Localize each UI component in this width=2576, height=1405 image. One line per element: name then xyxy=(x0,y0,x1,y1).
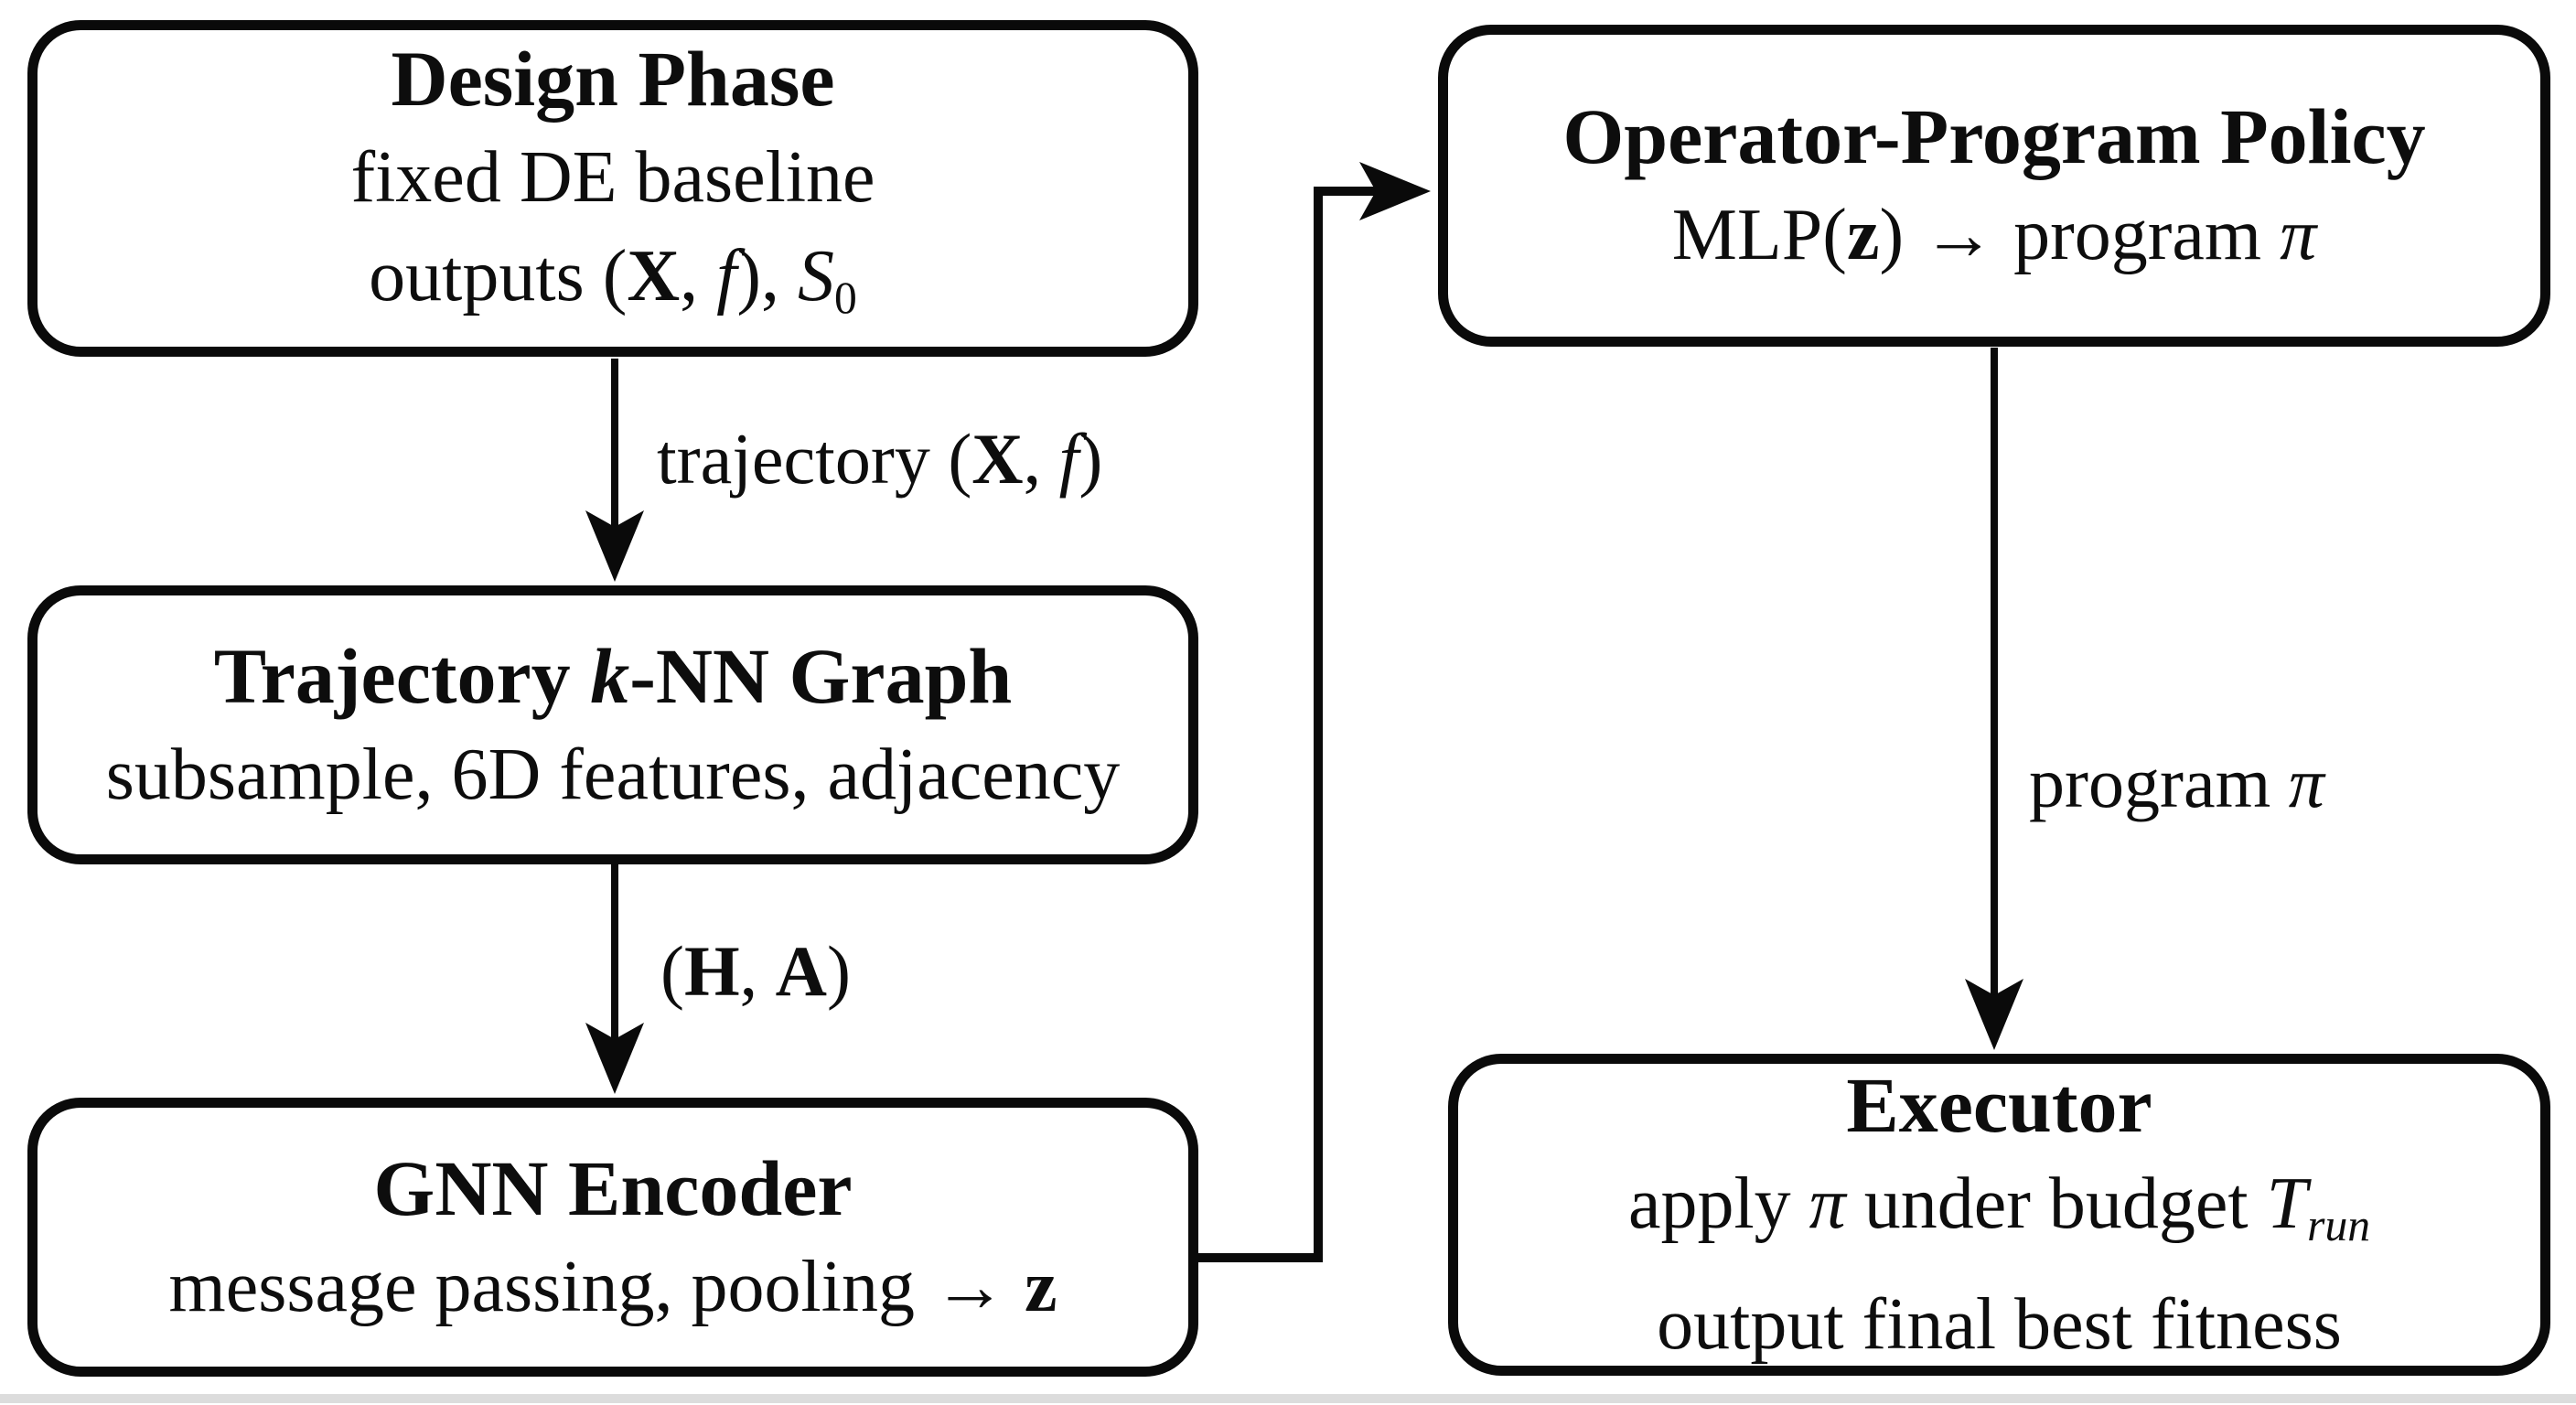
node-title: Trajectory k-NN Graph xyxy=(213,631,1013,720)
arrowhead-right-icon xyxy=(1359,162,1431,220)
node-text-line: fixed DE baseline xyxy=(350,137,875,219)
node-title: GNN Encoder xyxy=(373,1143,853,1232)
arrowhead-down-icon xyxy=(585,510,644,582)
edge-knn-to-gnn xyxy=(585,864,644,1094)
node-trajectory-knn-graph: Trajectory k-NN Graph subsample, 6D feat… xyxy=(27,585,1198,864)
node-title: Operator-Program Policy xyxy=(1562,92,2426,180)
edge-design-to-knn xyxy=(585,359,644,582)
edge-gnn-to-policy xyxy=(1198,162,1431,1262)
node-executor: Executor apply π under budget Trun outpu… xyxy=(1448,1054,2550,1376)
edge-label-h-a: (H, A) xyxy=(660,931,851,1011)
scan-edge-artifact xyxy=(0,1394,2576,1403)
arrowhead-down-icon xyxy=(1965,979,2023,1050)
edge-label-trajectory: trajectory (X, f) xyxy=(657,419,1103,499)
node-title: Executor xyxy=(1846,1061,2152,1150)
arrowhead-down-icon xyxy=(585,1023,644,1094)
node-text-line: output final best fitness xyxy=(1657,1283,2342,1365)
node-text-line: outputs (X, f), S0 xyxy=(369,236,857,323)
node-operator-program-policy: Operator-Program Policy MLP(z) → program… xyxy=(1438,25,2550,347)
node-text-line: MLP(z) → program π xyxy=(1671,195,2317,275)
node-text-line: apply π under budget Trun xyxy=(1627,1164,2371,1250)
edge-label-program-pi: program π xyxy=(2029,743,2324,822)
node-text-line: message passing, pooling → z xyxy=(168,1246,1057,1327)
node-text-line: subsample, 6D features, adjacency xyxy=(105,734,1121,815)
node-design-phase: Design Phase fixed DE baseline outputs (… xyxy=(27,20,1198,357)
edge-policy-to-executor xyxy=(1965,348,2023,1050)
node-title: Design Phase xyxy=(391,35,835,123)
node-gnn-encoder: GNN Encoder message passing, pooling → z xyxy=(27,1098,1198,1377)
